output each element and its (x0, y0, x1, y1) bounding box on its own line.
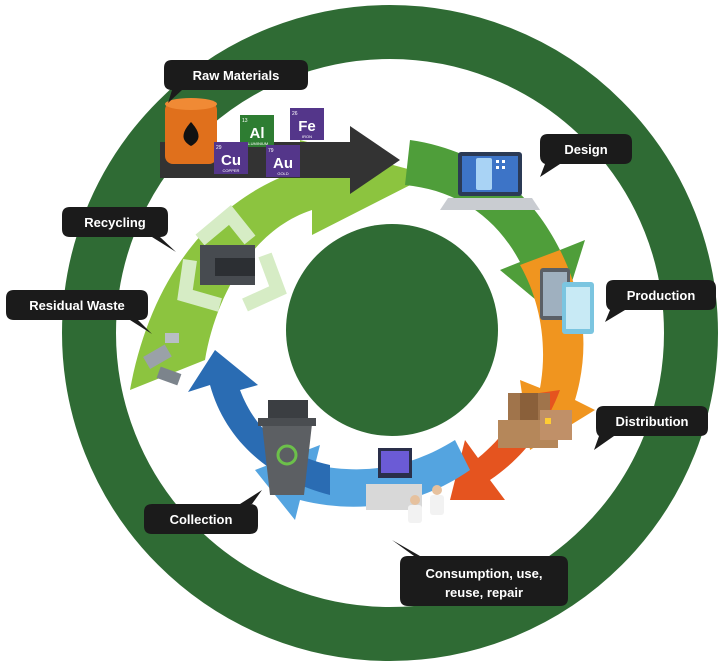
element-tile-au: 79 Au GOLD (266, 145, 300, 177)
label-raw-materials: Raw Materials (164, 60, 308, 103)
svg-text:13: 13 (242, 118, 248, 124)
svg-text:Au: Au (273, 155, 293, 172)
element-tile-cu: 29 Cu COPPER (214, 142, 248, 174)
center-disc (286, 224, 498, 436)
svg-text:GOLD: GOLD (277, 171, 288, 176)
svg-text:Raw Materials: Raw Materials (193, 68, 280, 83)
label-recycling: Recycling (62, 207, 176, 252)
svg-text:Consumption, use,: Consumption, use, (426, 566, 543, 581)
residual-waste-icon (143, 333, 182, 386)
label-consumption: Consumption, use, reuse, repair (392, 540, 568, 606)
svg-text:Design: Design (564, 142, 607, 157)
svg-text:Residual Waste: Residual Waste (29, 298, 125, 313)
svg-text:Fe: Fe (298, 118, 316, 135)
svg-text:ALUMINIUM: ALUMINIUM (246, 141, 268, 146)
svg-text:reuse, repair: reuse, repair (445, 585, 523, 600)
people-watching-tv-icon (366, 448, 444, 523)
label-distribution: Distribution (594, 406, 708, 450)
element-tile-al: 13 Al ALUMINIUM (240, 115, 274, 147)
svg-text:Distribution: Distribution (616, 414, 689, 429)
label-production: Production (605, 280, 716, 322)
svg-text:COPPER: COPPER (223, 168, 240, 173)
label-design: Design (540, 134, 632, 177)
waste-bin-icon (258, 400, 316, 495)
oil-barrel-icon (165, 98, 217, 164)
label-collection: Collection (144, 490, 262, 534)
label-residual-waste: Residual Waste (6, 290, 152, 334)
svg-text:Production: Production (627, 288, 696, 303)
svg-text:Cu: Cu (221, 152, 241, 169)
element-tile-fe: 26 Fe IRON (290, 108, 324, 140)
svg-text:29: 29 (216, 145, 222, 151)
laptop-icon (440, 152, 540, 210)
svg-text:Collection: Collection (170, 512, 233, 527)
recycling-symbol-icon (177, 205, 287, 312)
svg-text:Al: Al (250, 125, 265, 142)
svg-text:IRON: IRON (302, 134, 312, 139)
outer-ring (62, 5, 718, 661)
shipping-boxes-icon (498, 393, 572, 448)
svg-text:79: 79 (268, 148, 274, 154)
smartphone-icon (540, 268, 594, 334)
svg-text:Recycling: Recycling (84, 215, 145, 230)
arrow-recycling-to-raw (130, 140, 430, 390)
svg-text:26: 26 (292, 111, 298, 117)
